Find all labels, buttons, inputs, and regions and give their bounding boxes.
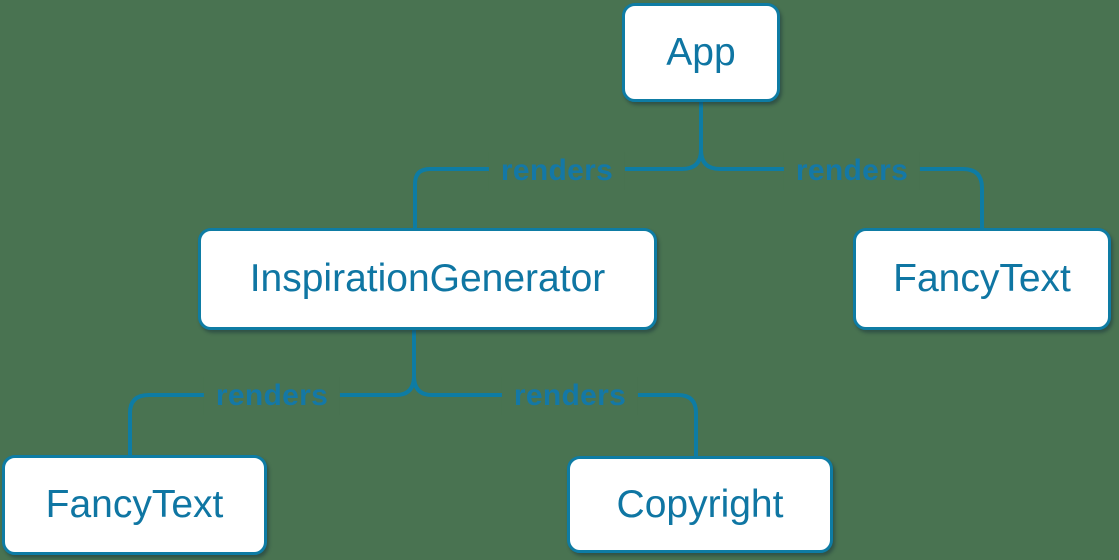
edge-label-renders-inspirationgenerator-fancytext: renders (203, 377, 341, 415)
node-copyright: Copyright (567, 456, 833, 553)
edge-label-renders-app-inspirationgenerator: renders (488, 152, 626, 190)
node-app-label: App (666, 30, 736, 74)
node-fancy-text-top: FancyText (853, 228, 1111, 330)
node-inspiration-generator-label: InspirationGenerator (249, 257, 606, 300)
edge-inspirationgenerator-to-copyright (412, 374, 698, 459)
node-inspiration-generator: InspirationGenerator (198, 228, 657, 330)
node-fancy-text-bottom-label: FancyText (45, 483, 224, 526)
edge-label-renders-inspirationgenerator-copyright: renders (501, 377, 639, 415)
edge-label-renders-app-fancytext: renders (783, 152, 921, 190)
node-copyright-label: Copyright (616, 482, 784, 526)
node-fancy-text-bottom: FancyText (2, 455, 267, 555)
node-fancy-text-top-label: FancyText (893, 257, 1071, 300)
edge-app-to-fancytext-top (699, 148, 984, 231)
node-app: App (622, 3, 780, 102)
